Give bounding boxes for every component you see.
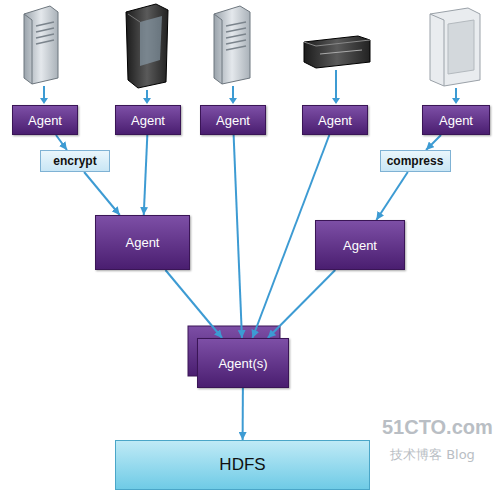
connector-arrow — [426, 135, 441, 150]
server-icon — [430, 8, 480, 86]
server-link — [44, 70, 456, 98]
filter-box: encrypt — [40, 150, 110, 172]
node-label: compress — [387, 154, 444, 168]
connector-arrow — [242, 388, 244, 440]
watermark: 51CTO.com — [382, 416, 493, 439]
connector-arrow — [234, 135, 242, 338]
server-icon — [304, 36, 370, 68]
connector-arrow — [268, 270, 335, 338]
connector-arrow — [165, 270, 222, 338]
server-link-head — [40, 98, 460, 104]
node-label: HDFS — [219, 455, 265, 475]
server-icon — [24, 6, 58, 84]
connector-arrow — [144, 135, 148, 215]
node-label: encrypt — [53, 154, 96, 168]
agent-box: Agent — [12, 105, 78, 135]
node-label: Agent — [343, 238, 377, 253]
connector-arrow — [376, 172, 407, 220]
node-label: Agent(s) — [218, 356, 267, 371]
server-icon — [214, 6, 250, 84]
agent-box: Agent — [422, 105, 490, 135]
filter-box: compress — [380, 150, 451, 172]
node-label: Agent — [318, 113, 352, 128]
connector-arrow — [56, 135, 67, 150]
watermark: 技术博客 Blog — [390, 446, 475, 464]
agent-box: Agent — [315, 220, 405, 270]
storage-box: HDFS — [115, 440, 370, 490]
agent-box: Agent(s) — [197, 338, 289, 388]
node-label: Agent — [28, 113, 62, 128]
agent-box: Agent — [200, 105, 266, 135]
server-icon — [126, 4, 168, 88]
agent-box: Agent — [115, 105, 181, 135]
connector-arrow — [84, 172, 120, 215]
node-label: Agent — [131, 113, 165, 128]
node-label: Agent — [216, 113, 250, 128]
agent-box: Agent — [95, 215, 190, 270]
node-label: Agent — [126, 235, 160, 250]
node-label: Agent — [439, 113, 473, 128]
agent-box: Agent — [302, 105, 368, 135]
